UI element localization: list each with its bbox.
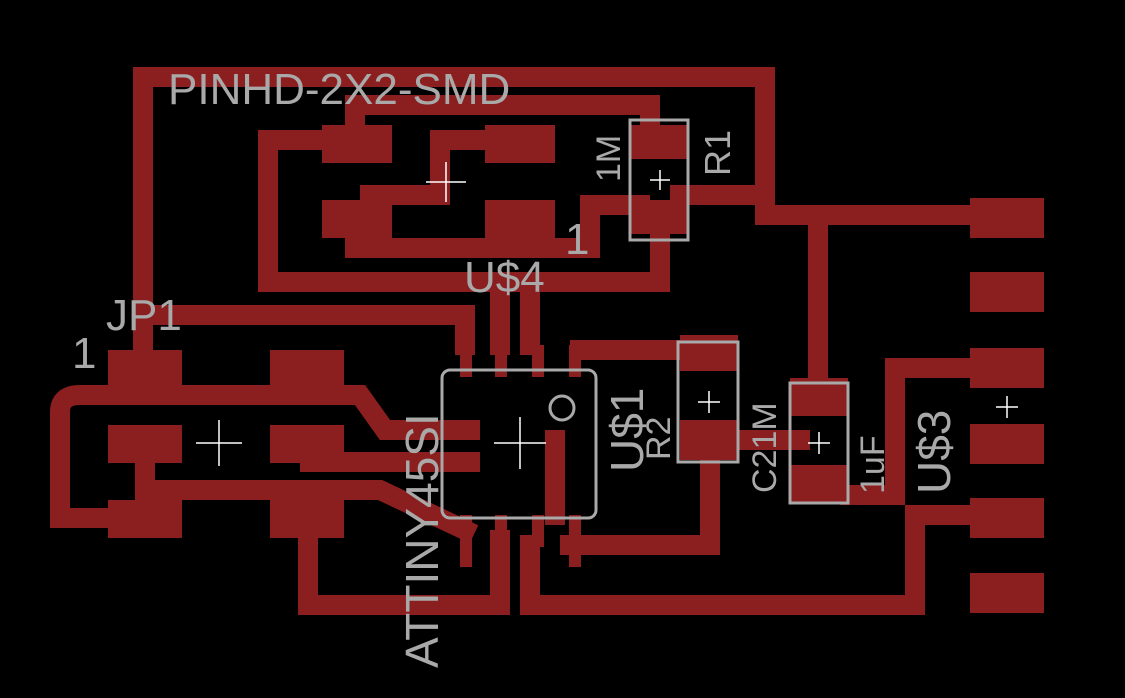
label-jp1-pin1: 1 (72, 329, 96, 378)
origin-markers (196, 162, 1018, 469)
label-r2: R2 (640, 417, 678, 460)
trace-bottom-bus (520, 505, 1000, 615)
pad-r1-1 (630, 125, 688, 159)
pad-pinhd-4 (485, 200, 555, 238)
pad-jp1-5 (108, 500, 182, 538)
pad-pinhd-3 (322, 200, 392, 238)
origin-pinhd (426, 162, 466, 202)
origin-u3 (996, 396, 1018, 418)
trace-pinhd-lower (345, 195, 650, 258)
pad-r2-1 (680, 335, 738, 371)
pad-jp1-2 (270, 350, 344, 388)
label-u3: U$3 (908, 410, 960, 494)
origin-r2 (698, 391, 720, 413)
pad-u3-2 (970, 272, 1044, 312)
label-u4: U$4 (464, 253, 545, 302)
origin-c1 (808, 432, 830, 454)
pad-u3-3 (970, 348, 1044, 388)
origin-jp1 (196, 420, 242, 466)
trace-jp1-to-chip (145, 305, 475, 355)
label-jp1: JP1 (106, 291, 182, 340)
pad-u3-6 (970, 573, 1044, 613)
label-attiny: ATTINY45SI (396, 413, 448, 668)
pad-pinhd-2 (485, 125, 555, 163)
trace-chip-to-r2-bottom (560, 450, 720, 555)
attiny-pin1-dot (548, 394, 576, 422)
pad-attiny-7 (495, 345, 507, 377)
trace-pinhd-top (345, 95, 660, 140)
outline-r2 (676, 340, 740, 464)
outline-c1 (788, 381, 850, 505)
trace-jp1-lower (135, 450, 479, 544)
origin-attiny (494, 417, 546, 469)
label-r1-name: R1 (697, 130, 738, 176)
pad-r1-2 (630, 200, 688, 234)
pad-attiny-4 (569, 515, 581, 567)
silkscreen-outlines (440, 118, 850, 520)
trace-outer-loop (133, 67, 1000, 375)
pad-pinhd-1 (322, 125, 392, 163)
pad-jp1-4 (270, 425, 344, 463)
label-u1: U$1 (601, 388, 653, 472)
silkscreen-labels: PINHD-2X2-SMD U$4 1 JP1 1 1M R1 ATTINY45… (72, 65, 960, 668)
pad-u3-4 (970, 424, 1044, 464)
outline-attiny (440, 368, 598, 520)
pad-u3-1 (970, 198, 1044, 238)
trace-jp1-bottom (298, 520, 510, 615)
pad-jp1-6 (270, 500, 344, 538)
label-c1-value: 1uF (854, 435, 892, 494)
label-c2-value: C21M (746, 402, 784, 493)
pad-attiny-8 (460, 345, 472, 377)
pad-r2-2 (680, 420, 738, 460)
label-pinhd: PINHD-2X2-SMD (168, 65, 510, 114)
pad-attiny-5 (569, 345, 581, 377)
pad-attiny-2 (495, 515, 507, 547)
trace-pinhd-loop (258, 130, 670, 292)
pad-jp1-1 (108, 350, 182, 388)
trace-pinhd-mid (360, 130, 530, 205)
trace-c1-to-u3 (840, 358, 1000, 505)
pad-c1-2 (790, 465, 848, 503)
pad-attiny-3 (532, 515, 544, 547)
pad-attiny-6 (532, 345, 544, 377)
pad-attiny-1 (460, 515, 472, 567)
origin-r1 (650, 170, 670, 190)
outline-r1 (628, 118, 690, 242)
pad-jp1-3 (108, 425, 182, 463)
trace-jp1-loop-left (50, 385, 480, 528)
pad-u3-5 (970, 498, 1044, 538)
label-u4-pin1: 1 (565, 215, 589, 264)
label-r1-value: 1M (590, 135, 628, 182)
